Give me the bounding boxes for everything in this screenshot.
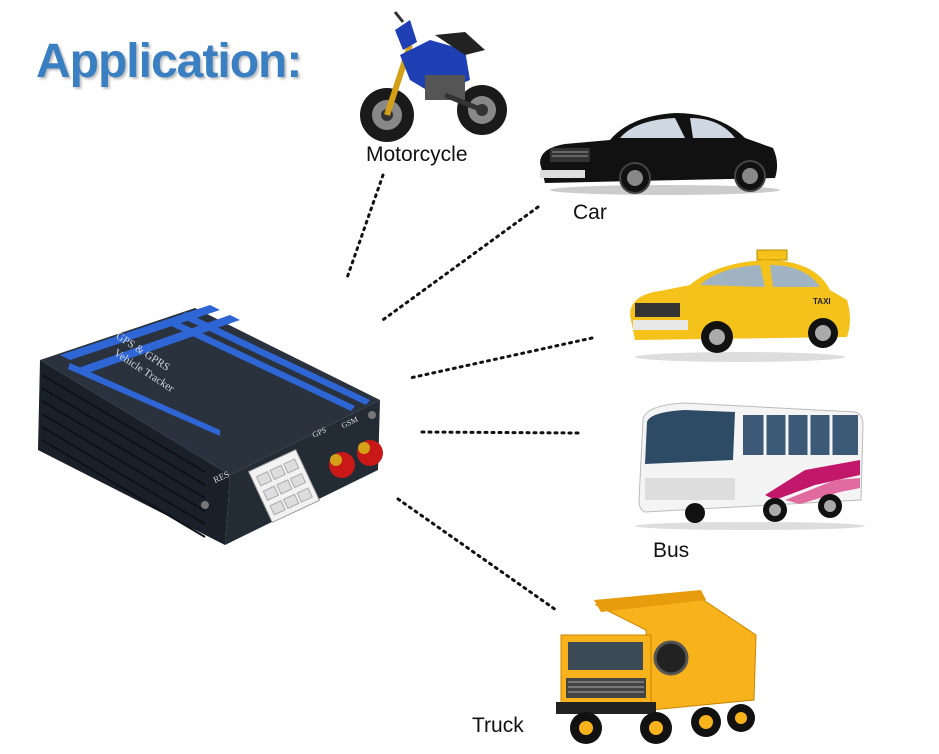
- bus-label: Bus: [653, 539, 690, 562]
- truck-label: Truck: [472, 714, 524, 737]
- taxi-sign: TAXI: [813, 297, 831, 306]
- connector-truck: [396, 497, 558, 612]
- connector-taxi: [408, 336, 594, 380]
- connector-car: [378, 205, 540, 324]
- taxi-image: [630, 249, 850, 362]
- gps-tracker-device: [38, 305, 383, 545]
- motorcycle-label: Motorcycle: [366, 143, 468, 166]
- truck-image: [556, 590, 757, 744]
- bus-image: [635, 402, 865, 530]
- connector-motorcycle: [345, 173, 385, 280]
- car-label: Car: [573, 201, 607, 224]
- connector-bus: [418, 430, 580, 435]
- car-image: [540, 113, 780, 195]
- page-title: Application:: [36, 35, 302, 88]
- motorcycle-image: [360, 11, 507, 142]
